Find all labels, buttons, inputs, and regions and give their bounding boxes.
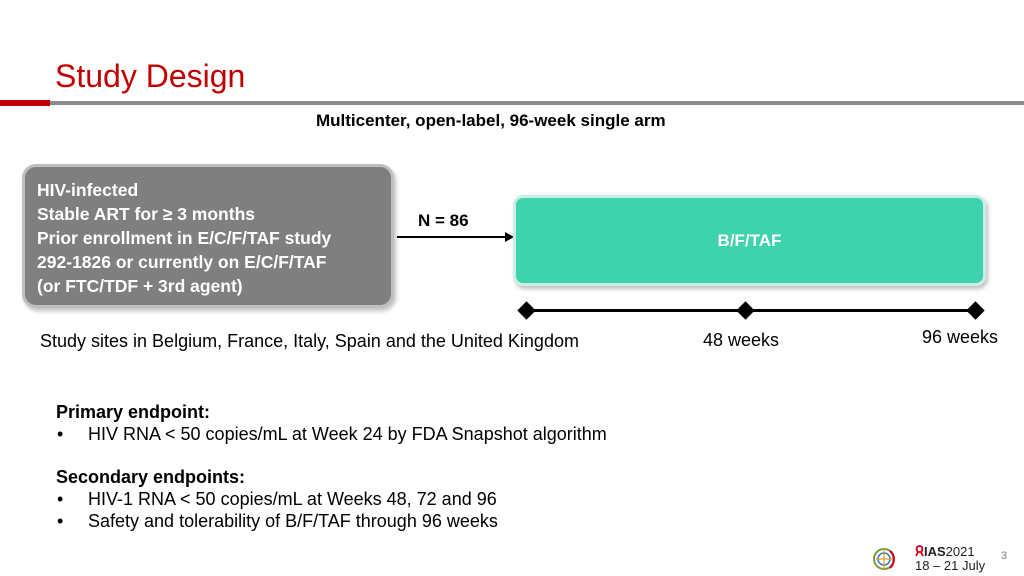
bullet-icon: • bbox=[57, 424, 64, 444]
logo-year: 2021 bbox=[945, 544, 975, 559]
timeline-48-week-marker bbox=[736, 301, 755, 320]
milestone-48-weeks: 48 weeks bbox=[703, 330, 780, 350]
secondary-endpoint-text: Safety and tolerability of B/F/TAF throu… bbox=[88, 511, 498, 531]
logo-dates: 18 – 21 July bbox=[915, 558, 986, 573]
bullet-icon: • bbox=[57, 511, 64, 531]
conference-logo: IAS2021 18 – 21 July bbox=[915, 545, 985, 573]
primary-endpoint-heading: Primary endpoint: bbox=[56, 402, 211, 422]
eligibility-line: 292-1826 or currently on E/C/F/TAF bbox=[37, 252, 327, 272]
eligibility-line: Stable ART for ≥ 3 months bbox=[37, 204, 255, 224]
eligibility-line: Prior enrollment in E/C/F/TAF study bbox=[37, 228, 332, 248]
enrollment-arrow bbox=[397, 236, 509, 238]
eligibility-line: HIV-infected bbox=[37, 180, 139, 200]
primary-endpoint-text: HIV RNA < 50 copies/mL at Week 24 by FDA… bbox=[88, 424, 607, 444]
timeline-start-marker bbox=[517, 301, 536, 320]
globe-people-icon bbox=[872, 547, 898, 576]
title-divider bbox=[50, 101, 1024, 105]
secondary-endpoint-text: HIV-1 RNA < 50 copies/mL at Weeks 48, 72… bbox=[88, 489, 497, 509]
arrow-head-icon bbox=[505, 232, 514, 242]
study-subtitle: Multicenter, open-label, 96-week single … bbox=[316, 111, 666, 130]
enrollment-count: N = 86 bbox=[418, 211, 469, 230]
slide-title: Study Design bbox=[55, 58, 246, 94]
treatment-arm-label: B/F/TAF bbox=[717, 230, 782, 250]
page-number: 3 bbox=[1001, 550, 1008, 562]
red-ribbon-icon bbox=[915, 545, 924, 557]
primary-endpoint-item: • HIV RNA < 50 copies/mL at Week 24 by F… bbox=[56, 423, 607, 445]
timeline-96-week-marker bbox=[966, 301, 985, 320]
secondary-endpoint-item: • Safety and tolerability of B/F/TAF thr… bbox=[56, 510, 607, 532]
eligibility-box: HIV-infected Stable ART for ≥ 3 months P… bbox=[22, 164, 394, 308]
treatment-arm-box: B/F/TAF bbox=[513, 195, 986, 286]
eligibility-line: (or FTC/TDF + 3rd agent) bbox=[37, 276, 243, 296]
secondary-endpoint-item: • HIV-1 RNA < 50 copies/mL at Weeks 48, … bbox=[56, 488, 607, 510]
milestone-96-weeks: 96 weeks bbox=[922, 327, 999, 347]
bullet-icon: • bbox=[57, 489, 64, 509]
secondary-endpoints-heading: Secondary endpoints: bbox=[56, 467, 246, 487]
logo-brand: IAS bbox=[924, 544, 946, 559]
title-accent-bar bbox=[0, 100, 50, 106]
study-sites: Study sites in Belgium, France, Italy, S… bbox=[40, 331, 579, 351]
endpoints-section: Primary endpoint: • HIV RNA < 50 copies/… bbox=[56, 401, 607, 532]
